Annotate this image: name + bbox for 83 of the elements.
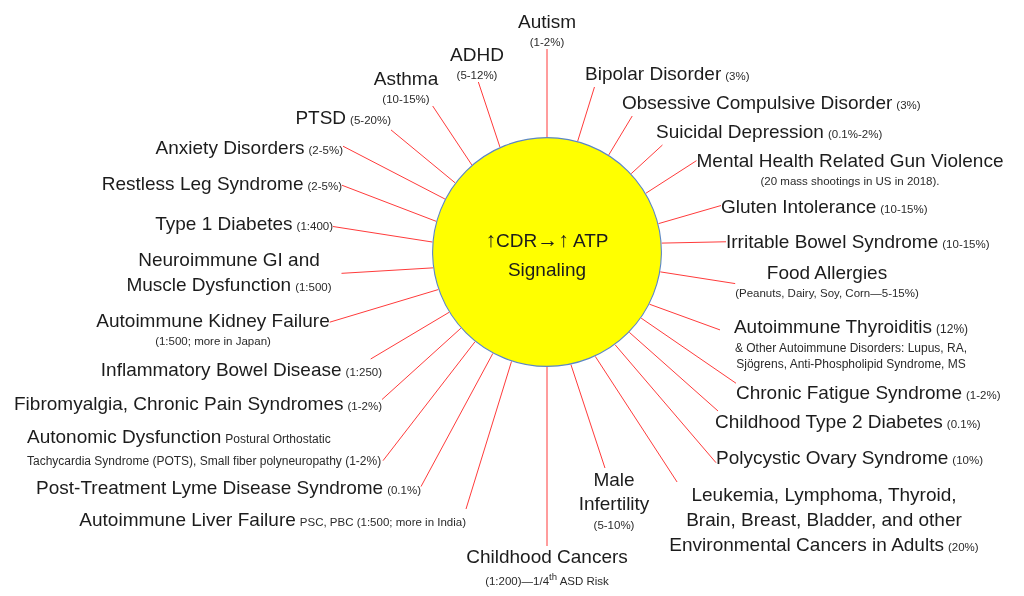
leader-line xyxy=(546,48,548,138)
condition-label: Suicidal Depression xyxy=(656,121,824,142)
leader-line xyxy=(608,115,633,156)
condition-label: Post-Treatment Lyme Disease Syndrome xyxy=(36,477,384,498)
leader-line xyxy=(614,344,717,464)
leader-line xyxy=(640,317,737,384)
condition-label: Childhood Type 2 Diabetes xyxy=(715,411,943,432)
detail-note: (20 mass shootings in US in 2018). xyxy=(759,174,941,188)
condition-label: Mental Health Related Gun Violence xyxy=(696,150,1004,171)
leader-line xyxy=(329,289,439,323)
condition-label: ADHD xyxy=(450,44,504,65)
detail-note: (2-5%) xyxy=(308,144,343,156)
leader-line xyxy=(465,360,512,510)
condition-label: Gluten Intolerance xyxy=(721,196,877,217)
detail-note: PSC, PBC (1:500; more in India) xyxy=(299,516,466,528)
leader-line xyxy=(645,160,697,194)
condition-label: Food Allergies xyxy=(766,262,888,283)
condition-label: Male Infertility xyxy=(578,469,650,514)
leader-line xyxy=(648,303,721,331)
detail-note: (0.1%-2%) xyxy=(827,128,883,140)
leader-line xyxy=(570,364,606,469)
detail-note: (1:500; more in Japan) xyxy=(154,334,272,348)
detail-note: (5-10%) xyxy=(592,518,636,532)
leader-line xyxy=(657,205,722,225)
leader-line xyxy=(341,267,434,274)
leader-line xyxy=(477,81,501,148)
leader-line xyxy=(420,352,494,488)
condition-label: Autism xyxy=(517,11,577,32)
condition-label: Asthma xyxy=(373,68,439,89)
condition-label: Autoimmune Kidney Failure xyxy=(96,310,330,331)
detail-note: (10-15%) xyxy=(381,92,431,106)
leader-line xyxy=(628,331,719,412)
condition-label: Childhood Cancers xyxy=(466,546,628,567)
leader-line xyxy=(390,129,456,184)
leader-line xyxy=(661,241,727,244)
detail-note: (10-15%) xyxy=(880,203,928,215)
detail-note: (5-20%) xyxy=(350,114,391,126)
detail-note: (1:400) xyxy=(296,220,333,232)
condition-label: Chronic Fatigue Syndrome xyxy=(736,382,962,403)
center-label: ↑CDR→↑ ATP Signaling xyxy=(484,227,610,282)
leader-line xyxy=(659,271,736,285)
condition-label: Autoimmune Liver Failure xyxy=(79,509,296,530)
condition-label: PTSD xyxy=(295,107,347,128)
condition-label: Inflammatory Bowel Disease xyxy=(100,359,342,380)
detail-note: (Peanuts, Dairy, Soy, Corn—5-15%) xyxy=(735,286,919,300)
condition-label: Leukemia, Lymphoma, Thyroid, Brain, Breast, Bladder, and other Environmental Cancers in Adults (20%) xyxy=(666,482,982,560)
condition-label: Bipolar Disorder xyxy=(585,63,722,84)
leader-line xyxy=(332,226,433,243)
detail-note: (1-2%) xyxy=(347,400,382,412)
detail-note: (5-12%) xyxy=(455,68,499,82)
condition-label: Restless Leg Syndrome xyxy=(101,173,304,194)
leader-line xyxy=(381,327,462,400)
detail-note: (1-2%) xyxy=(528,35,566,49)
detail-note: (1:250) xyxy=(345,366,382,378)
detail-note: (10-15%) xyxy=(942,238,990,250)
detail-note: (2-5%) xyxy=(307,180,342,192)
leader-line xyxy=(432,105,473,166)
detail-note: (3%) xyxy=(725,70,750,82)
detail-note: (1-2%) xyxy=(966,389,1001,401)
condition-label: Fibromyalgia, Chronic Pain Syndromes xyxy=(14,393,344,414)
detail-note: & Other Autoimmune Disorders: Lupus, RA, Sjögrens, Anti-Phospholipid Syndrome, MS xyxy=(733,340,969,372)
leader-line xyxy=(594,355,678,483)
leader-line xyxy=(342,145,446,200)
leader-line xyxy=(341,184,437,222)
detail-note: (0.1%) xyxy=(387,484,421,496)
detail-note: (10%) xyxy=(952,454,983,466)
condition-label: Neuroimmune GI and Muscle Dysfunction (1:500) xyxy=(116,247,342,300)
detail-note: (12%) xyxy=(936,322,969,336)
leader-line xyxy=(546,366,548,547)
leader-line xyxy=(577,86,595,142)
leader-line xyxy=(630,144,663,175)
condition-label: Type 1 Diabetes xyxy=(155,213,293,234)
condition-label: Obsessive Compulsive Disorder xyxy=(622,92,893,113)
condition-label: Polycystic Ovary Syndrome xyxy=(716,447,949,468)
detail-note: (3%) xyxy=(896,99,921,111)
condition-label: Autonomic Dysfunction Postural Orthostatic Tachycardia Syndrome (POTS), Small fiber polyneuropathy (1-2%) xyxy=(27,427,383,471)
condition-label: Anxiety Disorders xyxy=(155,137,305,158)
condition-label: Autoimmune Thyroiditis xyxy=(733,316,933,337)
leader-line xyxy=(370,311,450,360)
detail-note: (0.1%) xyxy=(946,418,981,430)
condition-label: Irritable Bowel Syndrome xyxy=(726,231,939,252)
leader-line xyxy=(382,341,476,462)
detail-note: (1:200)—1/4$^{th}$ ASD Risk xyxy=(484,570,610,588)
